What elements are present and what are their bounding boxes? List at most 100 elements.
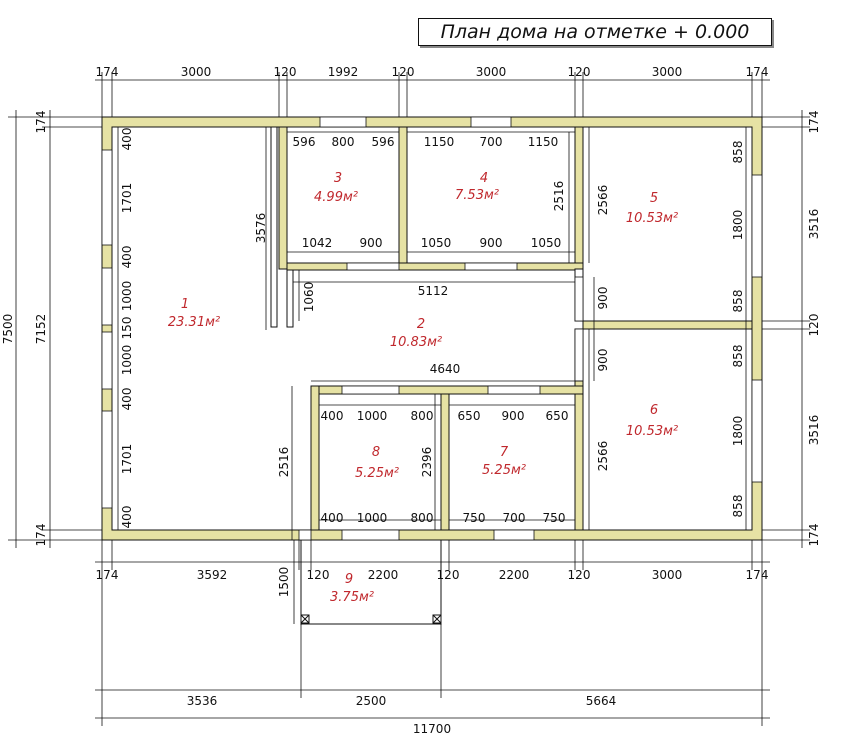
dim-room8-bottom: 800 xyxy=(411,511,434,525)
dim-room5-height: 2566 xyxy=(596,185,610,216)
dim-room8-height: 2396 xyxy=(420,447,434,478)
dim-left-seg: 1701 xyxy=(120,444,134,475)
dim-corridor: 4640 xyxy=(430,362,461,376)
dim-corridor: 5112 xyxy=(418,284,449,298)
dim-right-inner: 858 xyxy=(731,345,745,368)
dim-bottom2: 2500 xyxy=(356,694,387,708)
dim-right-outer: 174 xyxy=(807,111,821,134)
dim-left-total: 7500 xyxy=(1,314,15,345)
dim-door: 900 xyxy=(596,349,610,372)
room-area: 7.53м² xyxy=(455,188,499,203)
dim-bottom: 3000 xyxy=(652,568,683,582)
room-number: 6 xyxy=(650,403,658,418)
dim-total: 11700 xyxy=(413,722,451,736)
room-area: 10.53м² xyxy=(626,211,678,226)
dim-right-outer: 3516 xyxy=(807,415,821,446)
wall-5-6 xyxy=(582,320,753,330)
dim-room4-height: 2516 xyxy=(552,181,566,212)
dim-right-outer: 120 xyxy=(807,314,821,337)
dim-right-inner: 858 xyxy=(731,141,745,164)
room-area: 5.25м² xyxy=(355,466,399,481)
dim-bottom: 174 xyxy=(96,568,119,582)
dim-left-seg: 400 xyxy=(120,388,134,411)
dim-room3-top: 596 xyxy=(372,135,395,149)
dim-right-outer: 3516 xyxy=(807,209,821,240)
wall-1-partition xyxy=(270,126,278,328)
window-5 xyxy=(751,174,763,278)
door-entry xyxy=(298,529,312,541)
dim-room8-top: 1000 xyxy=(357,409,388,423)
dim-room4-bottom: 1050 xyxy=(531,236,562,250)
dim-top: 3000 xyxy=(476,65,507,79)
dim-left-seg: 400 xyxy=(120,506,134,529)
walls xyxy=(101,116,763,541)
dimension-lines xyxy=(8,72,810,726)
window-4 xyxy=(470,116,512,128)
wall-3-left xyxy=(278,126,288,270)
room-labels: 1 23.31м² 2 10.83м² 3 4.99м² 4 7.53м² 5 … xyxy=(168,171,678,605)
room-number: 1 xyxy=(181,297,189,312)
dim-left-wall-top: 174 xyxy=(34,111,48,134)
dim-bottom2: 3536 xyxy=(187,694,218,708)
room-number: 4 xyxy=(480,171,488,186)
dim-room8-bottom: 400 xyxy=(321,511,344,525)
room-number: 9 xyxy=(345,572,353,587)
door-4 xyxy=(464,262,518,271)
room-area: 5.25м² xyxy=(482,463,526,478)
door-3 xyxy=(346,262,400,271)
dim-corridor: 1060 xyxy=(302,282,316,313)
dim-room4-bottom: 900 xyxy=(480,236,503,250)
dim-left-inner: 7152 xyxy=(34,314,48,345)
dim-room7-bottom: 750 xyxy=(543,511,566,525)
wall-3-4 xyxy=(398,126,408,270)
dim-room7-top: 900 xyxy=(502,409,525,423)
dim-room6-height: 2566 xyxy=(596,441,610,472)
wall-4-5 xyxy=(574,126,584,270)
dim-room7-top: 650 xyxy=(458,409,481,423)
window-8 xyxy=(341,529,400,541)
dim-room4-top: 700 xyxy=(480,135,503,149)
dim-room3-bottom: 900 xyxy=(360,236,383,250)
room-area: 4.99м² xyxy=(314,190,358,205)
room-area: 23.31м² xyxy=(168,315,220,330)
dim-left-seg: 400 xyxy=(120,246,134,269)
wall-1-stub xyxy=(286,269,294,328)
dim-top: 3000 xyxy=(181,65,212,79)
dim-partition: 3576 xyxy=(254,213,268,244)
dim-left-wall-bottom: 174 xyxy=(34,524,48,547)
dim-bottom: 2200 xyxy=(499,568,530,582)
porch xyxy=(300,540,442,625)
dim-top: 120 xyxy=(392,65,415,79)
dim-room7-top: 650 xyxy=(546,409,569,423)
door-6 xyxy=(574,328,584,382)
window-1-bottom xyxy=(101,410,113,509)
dim-bottom: 2200 xyxy=(368,568,399,582)
dim-top: 1992 xyxy=(328,65,359,79)
window-1-mid xyxy=(101,267,113,326)
door-5 xyxy=(574,276,584,322)
dim-left-seg: 400 xyxy=(120,128,134,151)
dim-right-outer: 174 xyxy=(807,524,821,547)
room-number: 7 xyxy=(500,445,509,460)
dim-bottom: 3592 xyxy=(197,568,228,582)
room-area: 3.75м² xyxy=(330,590,374,605)
dim-right-inner: 858 xyxy=(731,495,745,518)
door-7-top xyxy=(487,385,541,395)
dim-right-inner: 858 xyxy=(731,290,745,313)
dimension-texts: 174 3000 120 1992 120 3000 120 3000 174 … xyxy=(1,65,821,736)
dim-bottom: 120 xyxy=(437,568,460,582)
dim-room3-bottom: 1042 xyxy=(302,236,333,250)
dim-room8-top: 400 xyxy=(321,409,344,423)
dim-room4-top: 1150 xyxy=(424,135,455,149)
wall-8-left xyxy=(310,385,320,531)
dim-door: 900 xyxy=(596,287,610,310)
dim-left-seg: 150 xyxy=(120,317,134,340)
window-1-mid2 xyxy=(101,331,113,390)
dim-room3-top: 800 xyxy=(332,135,355,149)
dim-left-seg: 1701 xyxy=(120,183,134,214)
dim-bottom2: 5664 xyxy=(586,694,617,708)
dim-bottom: 120 xyxy=(568,568,591,582)
dim-bottom: 174 xyxy=(746,568,769,582)
dim-top: 174 xyxy=(746,65,769,79)
